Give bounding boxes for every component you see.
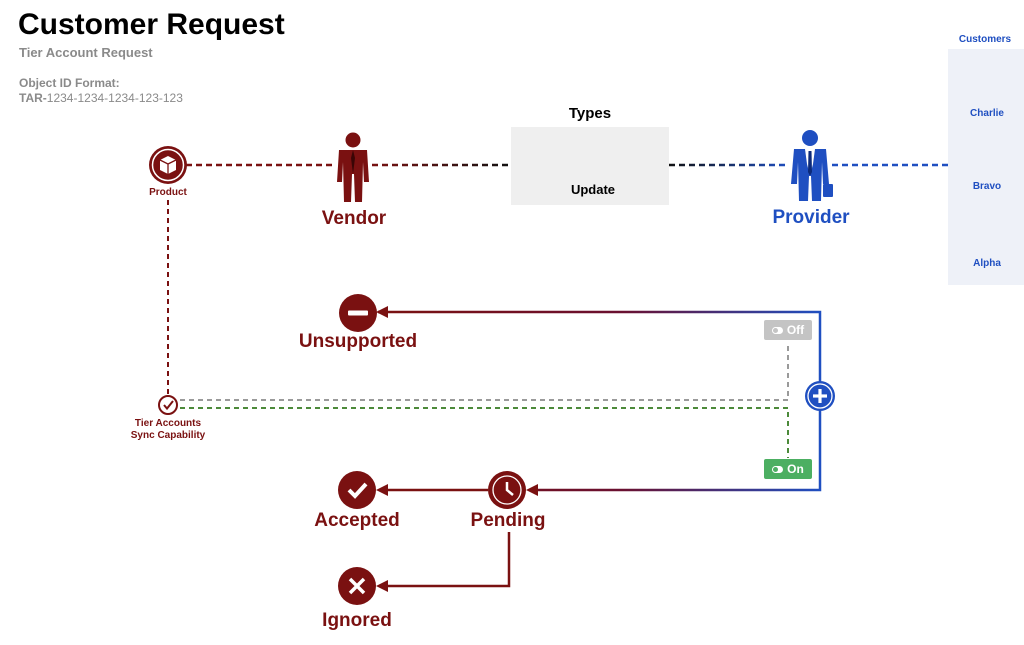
customers-title: Customers [958,34,1012,45]
object-id-format-value: TAR-1234-1234-1234-123-123 [19,91,183,105]
toggle-off-label: Off [786,323,805,337]
object-id-pattern: 1234-1234-1234-123-123 [46,91,183,105]
types-title: Types [568,105,612,122]
provider-label: Provider [772,207,850,228]
toggle-switch-icon [772,465,784,473]
update-label: Update [570,182,616,197]
customer-charlie-label: Charlie [970,108,1004,119]
arrow-to-unsupported [376,306,388,318]
page-title: Customer Request [18,8,285,41]
plus-icon[interactable] [805,381,835,411]
connector-sync-off [180,342,789,401]
customer-bravo-label: Bravo [972,181,1002,192]
connector-pending-ignored [376,532,511,592]
connector-sync-on [180,407,789,458]
ignored-label: Ignored [322,610,392,631]
connector-pending-accepted [376,484,488,496]
check-icon[interactable] [338,471,376,509]
clock-icon[interactable] [488,471,526,509]
businessman-icon [791,130,833,201]
arrow-to-pending [526,484,538,496]
box-icon[interactable] [149,146,187,184]
vendor-label: Vendor [321,208,387,229]
customer-alpha-label: Alpha [973,258,1001,269]
sync-capability-line2: Sync Capability [130,430,206,441]
minus-icon[interactable] [339,294,377,332]
sync-capability-line1: Tier Accounts [134,418,202,429]
pending-label: Pending [470,510,546,531]
product-label: Product [149,187,187,198]
object-id-prefix: TAR- [19,91,47,105]
vendor-person-icon [337,132,369,202]
page-subtitle: Tier Account Request [19,45,153,60]
toggle-off[interactable]: Off [764,320,812,340]
accepted-label: Accepted [314,510,400,531]
toggle-switch-icon [771,326,783,334]
check-circle-icon [158,395,178,415]
object-id-format-label: Object ID Format: [19,76,120,90]
customers-panel [948,49,1024,285]
toggle-on-label: On [787,462,804,476]
types-box[interactable] [511,127,669,205]
x-icon[interactable] [338,567,376,605]
unsupported-label: Unsupported [298,331,418,352]
toggle-on[interactable]: On [764,459,812,479]
